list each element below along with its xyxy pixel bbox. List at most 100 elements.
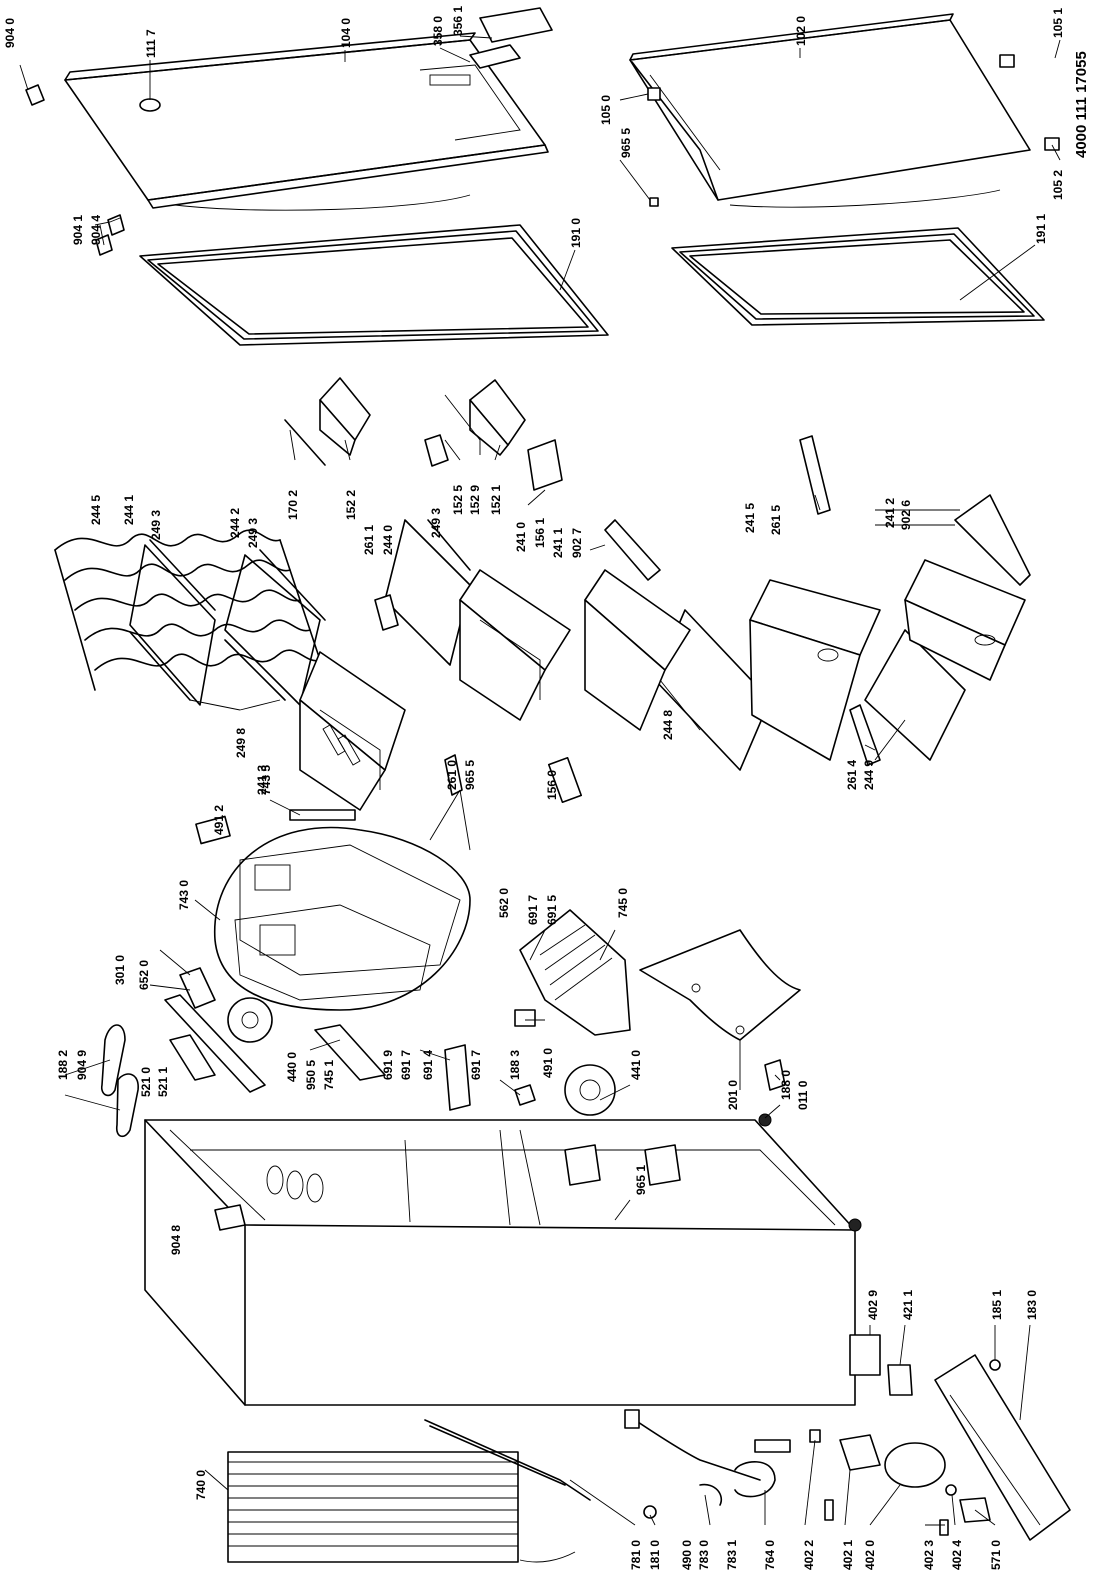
part-label-241-0: 241 0 (514, 522, 528, 552)
part-label-740-0: 740 0 (194, 1470, 208, 1500)
part-label-301-0: 301 0 (113, 955, 127, 985)
part-label-358-0: 358 0 (431, 16, 445, 46)
part-label-902-6: 902 6 (899, 500, 913, 530)
part-label-783-1: 783 1 (725, 1540, 739, 1570)
part-label-156-1: 156 1 (533, 518, 547, 548)
part-label-104-0: 104 0 (339, 18, 353, 48)
part-label-402-3: 402 3 (922, 1540, 936, 1570)
part-label-521-0: 521 0 (139, 1067, 153, 1097)
part-label-261-1: 261 1 (362, 525, 376, 555)
part-label-201-0: 201 0 (726, 1080, 740, 1110)
door-small-parts-drawing (25, 7, 1060, 256)
part-label-011-0: 011 0 (796, 1080, 810, 1110)
part-label-402-9: 402 9 (866, 1290, 880, 1320)
part-label-152-9: 152 9 (468, 485, 482, 515)
part-label-562-0: 562 0 (497, 888, 511, 918)
part-label-745-0: 745 0 (616, 888, 630, 918)
evaporator-drawing (514, 909, 631, 1036)
part-label-743-5: 743 5 (259, 765, 273, 795)
part-label-691-7-b: 691 7 (399, 1050, 413, 1080)
part-label-111-7: 111 7 (144, 29, 158, 58)
part-label-490-0: 490 0 (680, 1540, 694, 1570)
document-number: 4000 111 17055 (1073, 51, 1090, 158)
part-label-440-0: 440 0 (285, 1052, 299, 1082)
part-label-904-0: 904 0 (3, 18, 17, 48)
part-label-261-5: 261 5 (769, 505, 783, 535)
part-label-521-1: 521 1 (156, 1067, 170, 1097)
part-label-491-0: 491 0 (541, 1048, 555, 1078)
part-label-781-0: 781 0 (629, 1540, 643, 1570)
part-label-241-2: 241 2 (883, 498, 897, 528)
leader-lines (19, 35, 1061, 1526)
part-label-965-5-door: 965 5 (619, 128, 633, 158)
part-label-652-0: 652 0 (137, 960, 151, 990)
compressor-parts-drawing (424, 1334, 1071, 1541)
part-label-691-5: 691 5 (545, 895, 559, 925)
part-label-152-2: 152 2 (344, 490, 358, 520)
trim-strips-drawing (195, 435, 1031, 845)
part-label-191-0: 191 0 (569, 218, 583, 248)
divider-tray-drawing (639, 929, 801, 1091)
part-label-902-7: 902 7 (570, 528, 584, 558)
part-label-188-2: 188 2 (56, 1050, 70, 1080)
part-label-783-0: 783 0 (697, 1540, 711, 1570)
wine-rack-drawing (54, 529, 321, 691)
part-labels: 904 0 111 7 104 0 358 0 356 1 102 0 105 … (3, 6, 1065, 1570)
part-label-402-0: 402 0 (863, 1540, 877, 1570)
part-label-491-2: 491 2 (212, 805, 226, 835)
part-label-185-1: 185 1 (990, 1290, 1004, 1320)
part-label-249-3-b: 249 3 (246, 518, 260, 548)
part-label-241-5: 241 5 (743, 503, 757, 533)
part-label-249-3-a: 249 3 (149, 510, 163, 540)
part-label-244-9: 244 9 (862, 760, 876, 790)
part-label-904-9: 904 9 (75, 1050, 89, 1080)
part-label-745-1: 745 1 (322, 1060, 336, 1090)
cabinet-drawing (144, 1113, 862, 1406)
drawers-drawing (299, 559, 1026, 811)
part-label-170-2: 170 2 (286, 490, 300, 520)
part-label-402-2: 402 2 (802, 1540, 816, 1570)
part-label-441-0: 441 0 (629, 1050, 643, 1080)
part-label-261-0: 261 0 (445, 760, 459, 790)
part-label-571-0: 571 0 (989, 1540, 1003, 1570)
door-bins-drawing (284, 377, 563, 491)
part-label-743-0: 743 0 (177, 880, 191, 910)
part-label-244-0: 244 0 (381, 525, 395, 555)
part-label-102-0: 102 0 (794, 16, 808, 46)
part-label-402-1: 402 1 (841, 1540, 855, 1570)
part-label-691-7-a: 691 7 (526, 895, 540, 925)
part-label-904-1: 904 1 (71, 215, 85, 245)
part-label-241-1: 241 1 (551, 528, 565, 558)
part-label-152-5: 152 5 (451, 485, 465, 515)
fan-and-controls-drawing (100, 967, 616, 1138)
part-label-191-1: 191 1 (1034, 214, 1048, 244)
part-label-421-1: 421 1 (901, 1290, 915, 1320)
part-label-156-0: 156 0 (545, 770, 559, 800)
part-label-105-2: 105 2 (1051, 170, 1065, 200)
part-label-183-0: 183 0 (1025, 1290, 1039, 1320)
part-label-904-8: 904 8 (169, 1225, 183, 1255)
part-label-188-0: 188 0 (779, 1070, 793, 1100)
part-label-105-1: 105 1 (1051, 8, 1065, 38)
part-label-181-0: 181 0 (648, 1540, 662, 1570)
part-label-249-8: 249 8 (234, 728, 248, 758)
part-label-691-7-c: 691 7 (469, 1050, 483, 1080)
part-label-249-3-c: 249 3 (429, 508, 443, 538)
upper-door-gasket-drawing (139, 224, 609, 346)
condenser-drawing (227, 1451, 576, 1563)
part-label-691-9: 691 9 (381, 1050, 395, 1080)
part-label-904-4: 904 4 (89, 215, 103, 245)
lower-door-gasket-drawing (671, 227, 1045, 326)
part-label-950-5: 950 5 (304, 1060, 318, 1090)
part-label-241-3: 241 3 (255, 765, 269, 795)
upper-door-drawing (64, 32, 549, 211)
part-label-965-1: 965 1 (634, 1165, 648, 1195)
part-label-691-4: 691 4 (421, 1050, 435, 1080)
part-label-402-4: 402 4 (950, 1540, 964, 1570)
part-label-244-5: 244 5 (89, 495, 103, 525)
part-label-244-2: 244 2 (228, 508, 242, 538)
lower-door-drawing (629, 13, 1031, 208)
part-label-965-5-mid: 965 5 (463, 760, 477, 790)
part-label-244-8: 244 8 (661, 710, 675, 740)
